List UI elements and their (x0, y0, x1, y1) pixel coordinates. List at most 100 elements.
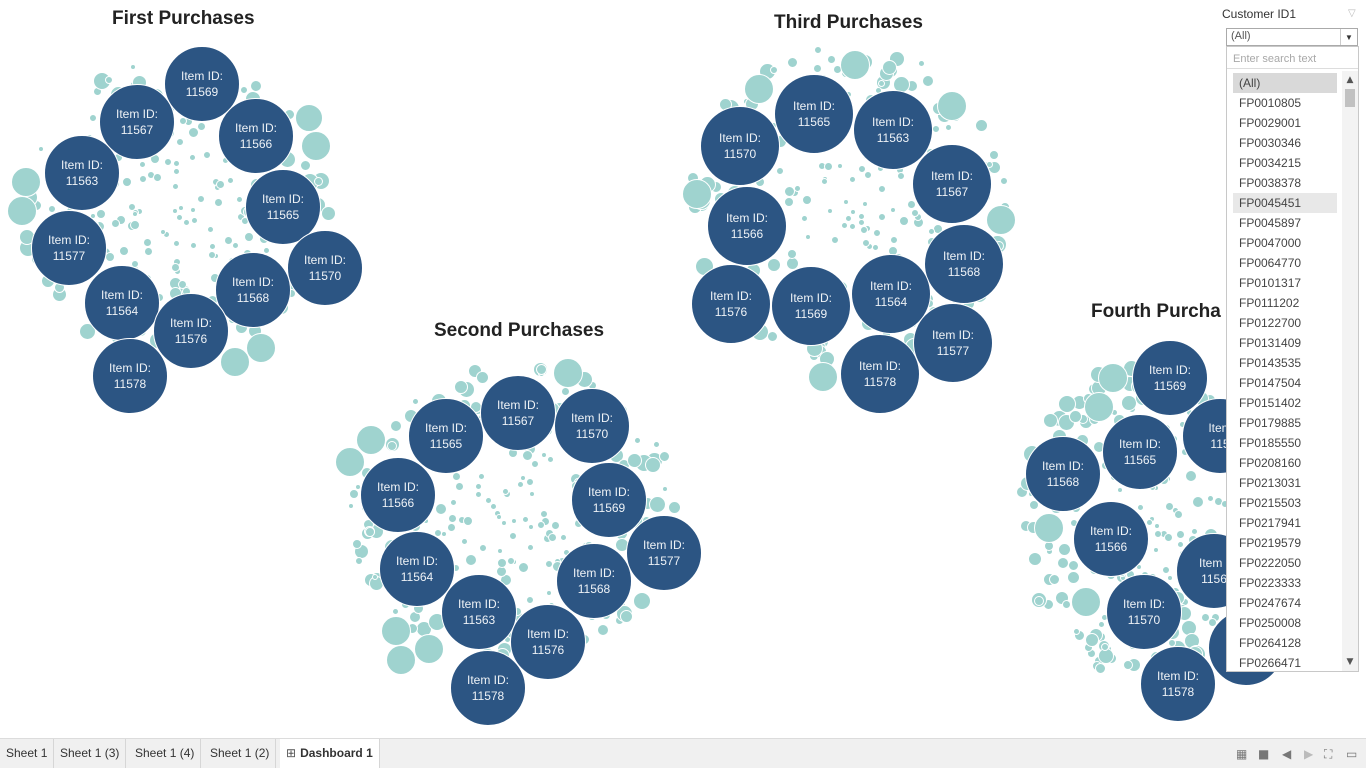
minor-item-bubble[interactable] (496, 513, 503, 520)
minor-item-bubble[interactable] (522, 516, 529, 524)
item-bubble-11565[interactable]: Item ID:11565 (774, 74, 854, 154)
minor-item-bubble[interactable] (1176, 529, 1186, 539)
minor-item-bubble[interactable] (496, 547, 503, 554)
item-bubble-11578[interactable]: Item ID:11578 (92, 338, 168, 414)
minor-item-bubble[interactable] (767, 257, 782, 272)
minor-item-bubble[interactable] (243, 231, 254, 242)
minor-item-bubble[interactable] (475, 482, 483, 490)
item-bubble-11578[interactable]: Item ID:11578 (840, 334, 920, 414)
minor-item-bubble[interactable] (173, 160, 181, 168)
minor-item-bubble[interactable] (440, 531, 447, 538)
minor-item-bubble[interactable] (489, 502, 497, 510)
minor-item-bubble[interactable] (1066, 571, 1080, 585)
minor-item-bubble[interactable] (189, 154, 196, 162)
minor-item-bubble[interactable] (1049, 574, 1061, 586)
minor-item-bubble[interactable] (348, 503, 355, 510)
minor-item-bubble[interactable] (170, 263, 180, 273)
minor-item-bubble[interactable] (857, 218, 865, 226)
minor-item-bubble[interactable] (502, 488, 510, 496)
minor-item-bubble[interactable] (354, 557, 363, 566)
minor-item-bubble[interactable] (858, 165, 867, 174)
item-bubble-11577[interactable]: Item ID:11577 (626, 515, 702, 591)
item-bubble-11568[interactable]: Item ID:11568 (215, 252, 291, 328)
minor-item-bubble[interactable] (509, 531, 518, 540)
minor-item-bubble[interactable] (47, 205, 56, 214)
filter-list-item[interactable]: FP0219579 (1239, 536, 1302, 550)
minor-item-bubble[interactable] (365, 527, 376, 538)
minor-item-bubble[interactable] (877, 213, 886, 222)
filter-list-item[interactable]: FP0213031 (1239, 476, 1302, 490)
minor-item-bubble[interactable] (1123, 659, 1134, 670)
minor-item-bubble[interactable] (138, 161, 146, 169)
minor-item-bubble[interactable] (224, 236, 234, 246)
minor-item-bubble[interactable] (138, 175, 147, 184)
filter-list-item[interactable]: FP0029001 (1239, 116, 1302, 130)
minor-item-bubble[interactable] (1094, 663, 1106, 675)
minor-item-bubble[interactable] (1071, 587, 1101, 617)
tab-sheet-1-4[interactable]: Sheet 1 (4) (129, 739, 202, 768)
item-bubble-11566[interactable]: Item ID:11566 (1073, 501, 1149, 577)
minor-item-bubble[interactable] (227, 177, 235, 185)
minor-item-bubble[interactable] (447, 514, 457, 524)
minor-item-bubble[interactable] (196, 194, 205, 203)
minor-item-bubble[interactable] (553, 358, 583, 388)
minor-item-bubble[interactable] (381, 616, 411, 646)
item-bubble-11568[interactable]: Item ID:11568 (924, 224, 1004, 304)
minor-item-bubble[interactable] (783, 196, 794, 207)
minor-item-bubble[interactable] (830, 236, 839, 245)
item-bubble-11567[interactable]: Item ID:11567 (99, 84, 175, 160)
minor-item-bubble[interactable] (821, 178, 829, 186)
filter-list-item[interactable]: FP0208160 (1239, 456, 1302, 470)
minor-item-bubble[interactable] (1164, 533, 1174, 543)
minor-item-bubble[interactable] (928, 228, 936, 236)
minor-item-bubble[interactable] (1162, 566, 1171, 575)
filter-list-item[interactable]: FP0147504 (1239, 376, 1302, 390)
next-sheet-icon[interactable]: ▶ (1304, 747, 1314, 761)
scroll-up-icon[interactable]: ▲ (1346, 75, 1354, 85)
minor-item-bubble[interactable] (352, 538, 363, 549)
minor-item-bubble[interactable] (121, 177, 132, 188)
minor-item-bubble[interactable] (845, 214, 852, 222)
minor-item-bubble[interactable] (539, 510, 548, 519)
filter-list-item[interactable]: FP0034215 (1239, 156, 1302, 170)
minor-item-bubble[interactable] (1200, 613, 1210, 623)
minor-item-bubble[interactable] (517, 561, 529, 573)
minor-item-bubble[interactable] (1057, 395, 1076, 414)
minor-item-bubble[interactable] (652, 440, 660, 448)
minor-item-bubble[interactable] (937, 91, 967, 121)
minor-item-bubble[interactable] (1137, 504, 1145, 512)
minor-item-bubble[interactable] (842, 199, 849, 206)
minor-item-bubble[interactable] (626, 452, 642, 468)
filter-list-item[interactable]: FP0179885 (1239, 416, 1302, 430)
minor-item-bubble[interactable] (596, 623, 609, 636)
minor-item-bubble[interactable] (386, 440, 397, 451)
minor-item-bubble[interactable] (11, 167, 41, 197)
minor-item-bubble[interactable] (548, 532, 558, 542)
minor-item-bubble[interactable] (95, 208, 106, 219)
minor-item-bubble[interactable] (175, 213, 183, 221)
filter-list-item[interactable]: FP0264128 (1239, 636, 1302, 650)
filter-list-item[interactable]: FP0247674 (1239, 596, 1302, 610)
tab-sheet-1-2[interactable]: Sheet 1 (2) (204, 739, 277, 768)
minor-item-bubble[interactable] (541, 451, 548, 458)
minor-item-bubble[interactable] (841, 221, 849, 229)
filter-list-item[interactable]: FP0222050 (1239, 556, 1302, 570)
item-bubble-11564[interactable]: Item ID:11564 (851, 254, 931, 334)
minor-item-bubble[interactable] (479, 543, 488, 552)
filmstrip-icon[interactable]: ■ (1258, 747, 1270, 761)
minor-item-bubble[interactable] (648, 496, 666, 514)
minor-item-bubble[interactable] (232, 241, 240, 249)
minor-item-bubble[interactable] (127, 203, 136, 212)
filter-list-item[interactable]: FP0215503 (1239, 496, 1302, 510)
minor-item-bubble[interactable] (907, 200, 916, 210)
filter-list-item[interactable]: FP0151402 (1239, 396, 1302, 410)
minor-item-bubble[interactable] (105, 251, 116, 262)
minor-item-bubble[interactable] (632, 592, 651, 611)
minor-item-bubble[interactable] (240, 85, 249, 94)
minor-item-bubble[interactable] (827, 55, 837, 65)
minor-item-bubble[interactable] (1062, 600, 1072, 610)
minor-item-bubble[interactable] (559, 534, 567, 542)
minor-item-bubble[interactable] (474, 490, 482, 498)
minor-item-bubble[interactable] (1191, 527, 1199, 535)
filter-list-item[interactable]: FP0045897 (1239, 216, 1302, 230)
